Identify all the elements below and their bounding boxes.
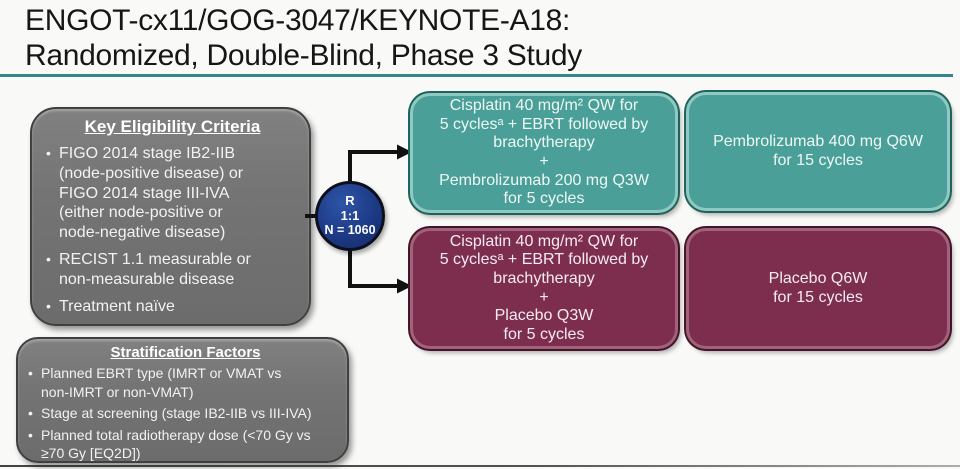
eligibility-bullet-recist-text: RECIST 1.1 measurable or non-measurable … — [59, 250, 251, 288]
arrowhead-bottom-icon — [397, 278, 412, 294]
arm-text: Placebo Q6W for 15 cycles — [768, 269, 868, 306]
randomization-circle: R 1:1 N = 1060 — [315, 181, 385, 251]
eligibility-heading: Key Eligibility Criteria — [84, 117, 261, 136]
bullet-icon: • — [46, 145, 51, 161]
bullet-icon: • — [28, 426, 33, 443]
arrow-to-bottom-arm — [348, 242, 398, 288]
randomization-n: N = 1060 — [324, 223, 376, 237]
stratification-heading: Stratification Factors — [110, 344, 261, 361]
eligibility-box: Key Eligibility Criteria • FIGO 2014 sta… — [30, 107, 311, 326]
arrow-to-top-arm — [348, 150, 398, 192]
stratification-bullet-dose-text: Planned total radiotherapy dose (<70 Gy … — [41, 426, 311, 462]
eligibility-bullet-figo: • FIGO 2014 stage IB2-IIB (node-positive… — [46, 144, 299, 243]
arm-box-pembrolizumab-maintenance: Pembrolizumab 400 mg Q6W for 15 cycles — [686, 92, 950, 211]
arm-text: Cisplatin 40 mg/m² QW for 5 cyclesᵃ + EB… — [439, 97, 649, 208]
bullet-icon: • — [28, 405, 33, 422]
arm-box-placebo-maintenance: Placebo Q6W for 15 cycles — [686, 228, 950, 349]
arm-box-pembrolizumab-chemoradiotherapy: Cisplatin 40 mg/m² QW for 5 cyclesᵃ + EB… — [410, 93, 678, 213]
arm-text: Cisplatin 40 mg/m² QW for 5 cyclesᵃ + EB… — [439, 232, 649, 343]
randomization-letter: R — [345, 193, 355, 208]
bullet-icon: • — [46, 297, 51, 314]
stratification-bullet-stage: • Stage at screening (stage IB2-IIB vs I… — [28, 404, 343, 423]
title-rule — [0, 74, 953, 77]
eligibility-bullet-naive-text: Treatment naïve — [59, 297, 175, 315]
stratification-bullet-stage-text: Stage at screening (stage IB2-IIB vs III… — [41, 405, 312, 422]
slide-title: ENGOT-cx11/GOG-3047/KEYNOTE-A18: Randomi… — [25, 3, 582, 73]
bullet-icon: • — [28, 365, 33, 381]
eligibility-bullet-figo-text: FIGO 2014 stage IB2-IIB (node-positive d… — [59, 145, 244, 242]
slide-title-line2: Randomized, Double-Blind, Phase 3 Study — [25, 39, 582, 72]
video-letterbox-edge — [0, 465, 960, 467]
stratification-box: Stratification Factors • Planned EBRT ty… — [16, 337, 349, 463]
stratification-bullet-ebrt-text: Planned EBRT type (IMRT or VMAT vs non-I… — [41, 365, 282, 400]
arm-box-placebo-chemoradiotherapy: Cisplatin 40 mg/m² QW for 5 cyclesᵃ + EB… — [410, 228, 678, 349]
arrowhead-top-icon — [397, 144, 412, 160]
stratification-bullet-ebrt: • Planned EBRT type (IMRT or VMAT vs non… — [28, 364, 343, 401]
randomization-ratio: 1:1 — [340, 208, 360, 223]
bullet-icon: • — [46, 250, 51, 267]
eligibility-bullet-recist: • RECIST 1.1 measurable or non-measurabl… — [46, 250, 299, 290]
slide-title-line1: ENGOT-cx11/GOG-3047/KEYNOTE-A18: — [25, 4, 571, 37]
eligibility-bullet-naive: • Treatment naïve — [46, 297, 299, 317]
stratification-bullet-dose: • Planned total radiotherapy dose (<70 G… — [28, 426, 343, 463]
arm-text: Pembrolizumab 400 mg Q6W for 15 cycles — [713, 132, 923, 169]
